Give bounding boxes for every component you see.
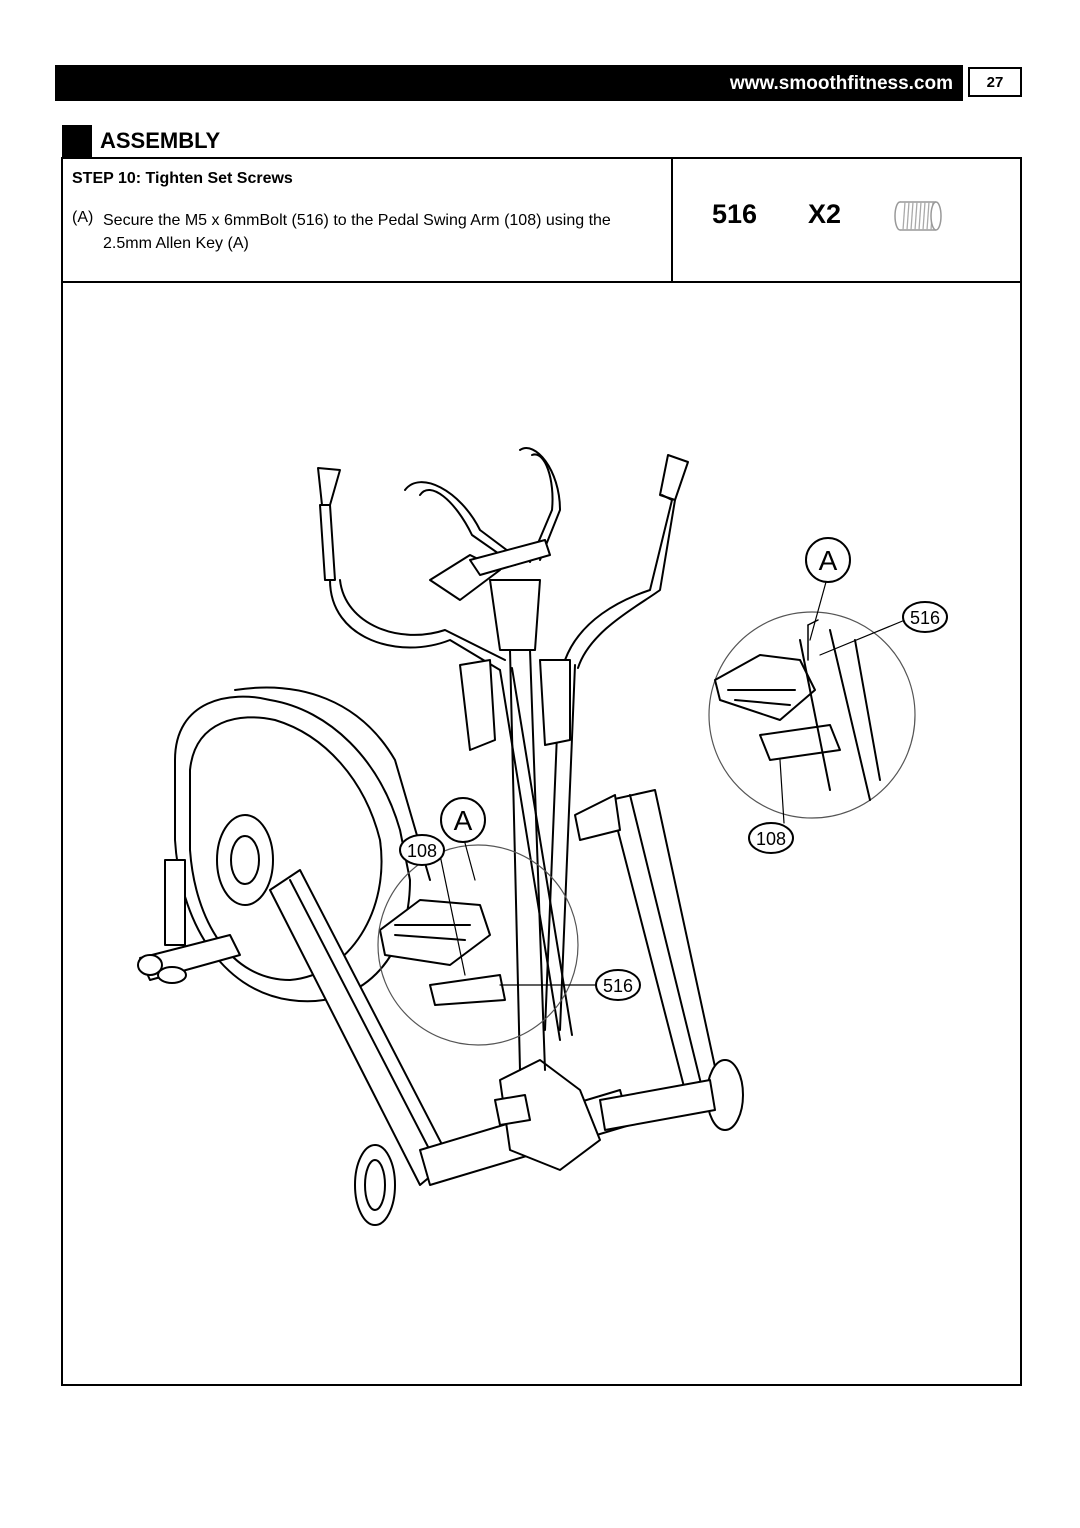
section-title: ASSEMBLY: [100, 128, 221, 153]
callout-108-detail: 108: [756, 829, 786, 849]
elliptical-assembly-illustration: A A 516 108 108 516: [137, 447, 948, 1226]
instruction-text: Secure the M5 x 6mmBolt (516) to the Ped…: [103, 212, 611, 252]
flywheel-housing: [174, 686, 431, 1003]
section-marker: [62, 125, 92, 158]
detail-circle-main: [377, 844, 579, 1046]
callout-ring-516-detail: [902, 601, 948, 633]
instruction-marker: (A): [72, 209, 94, 226]
leader-lines: [439, 581, 906, 986]
part-number: 516: [712, 199, 758, 229]
step-divider-vertical: [671, 157, 673, 283]
set-screw-icon: [894, 201, 942, 231]
part-quantity: X2: [808, 199, 842, 229]
callout-ring-108-detail: [748, 822, 794, 854]
rear-stabilizer: [137, 859, 241, 984]
step-box: [61, 157, 1022, 1386]
callout-516-detail: 516: [910, 608, 940, 628]
detail-label-circle-top: [805, 537, 851, 583]
detail-label-top: A: [819, 545, 838, 576]
center-frame: [494, 1059, 601, 1171]
page-number: 27: [968, 67, 1022, 97]
callout-516-main: 516: [603, 976, 633, 996]
detail-label-circle-main: [440, 797, 486, 843]
callout-ring-108-main: [399, 834, 445, 866]
step-title: STEP 10: Tighten Set Screws: [72, 170, 293, 187]
callout-108-main: 108: [407, 841, 437, 861]
header-bar: www.smoothfitness.com: [55, 65, 963, 101]
detail-circle-zoom: [708, 611, 916, 819]
website-url: www.smoothfitness.com: [729, 73, 953, 94]
callout-ring-516-main: [595, 969, 641, 1001]
right-pedal-arm: [574, 789, 744, 1131]
step-divider-horizontal: [61, 281, 1022, 283]
detail-label-main: A: [454, 805, 473, 836]
left-pedal: [379, 899, 506, 1006]
console-handlebar: [404, 447, 571, 1071]
